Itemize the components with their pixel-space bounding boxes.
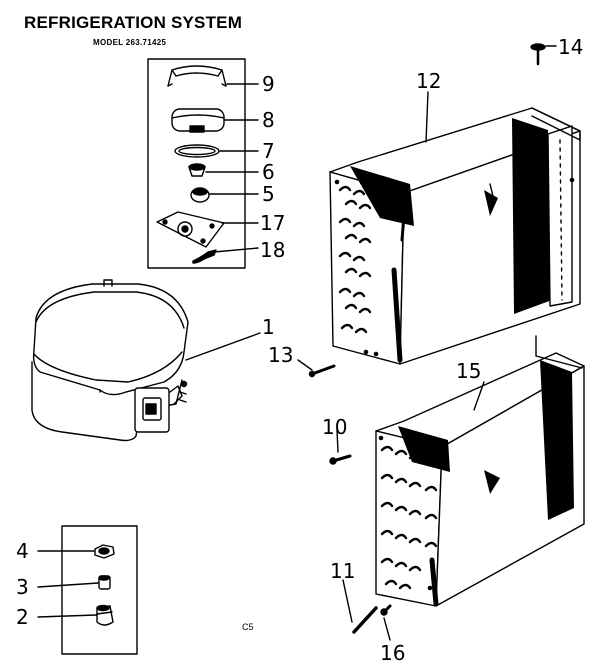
leader-11 [342, 579, 353, 623]
evaporator-coils [380, 445, 438, 590]
callout-17: 17 [260, 211, 285, 235]
model-number: MODEL 263.71425 [93, 38, 167, 47]
callout-10: 10 [322, 415, 347, 439]
leader-2 [37, 614, 97, 618]
part-15-evaporator [375, 335, 585, 607]
callout-9: 9 [262, 72, 275, 96]
part-12-condenser [329, 107, 581, 365]
callout-5: 5 [262, 182, 275, 206]
part-14-screw [530, 43, 546, 66]
leader-1 [185, 332, 261, 361]
part-7-gasket [174, 144, 220, 158]
part-1-compressor [31, 279, 189, 442]
leader-16 [383, 617, 391, 641]
part-6-grommet [188, 163, 206, 177]
part-11-rod [352, 606, 378, 634]
condenser-coils-upper [338, 185, 372, 334]
part-4-nut [94, 544, 115, 559]
part-16-screw [380, 604, 392, 616]
part-3-spacer [98, 575, 111, 590]
callout-6: 6 [262, 160, 275, 184]
lower-parts-box [61, 525, 138, 655]
leader-12 [425, 91, 429, 143]
page-code: C5 [242, 622, 254, 632]
part-8-cover [171, 108, 225, 133]
leader-3 [37, 582, 99, 588]
leader-13 [297, 359, 313, 371]
callout-18: 18 [260, 238, 285, 262]
callout-13: 13 [268, 343, 293, 367]
callout-16: 16 [380, 641, 405, 665]
callout-14: 14 [558, 35, 583, 59]
leader-18 [213, 247, 259, 253]
part-18-clip [192, 249, 217, 264]
part-10-screw [329, 454, 352, 465]
part-5-grommet [190, 187, 210, 203]
callout-8: 8 [262, 108, 275, 132]
leader-15 [473, 381, 485, 411]
callout-11: 11 [330, 559, 355, 583]
callout-4: 4 [16, 539, 29, 563]
callout-12: 12 [416, 69, 441, 93]
part-13-screw [308, 364, 336, 378]
callout-7: 7 [262, 139, 275, 163]
part-2-grommet [96, 604, 114, 626]
part-17-plate [156, 211, 225, 248]
part-9-clip [167, 65, 227, 87]
callout-3: 3 [16, 575, 29, 599]
leader-10 [336, 429, 339, 453]
diagram-title: REFRIGERATION SYSTEM [24, 13, 243, 32]
callout-1: 1 [262, 315, 275, 339]
callout-2: 2 [16, 605, 29, 629]
upper-parts-box [147, 58, 246, 269]
callout-15: 15 [456, 359, 481, 383]
